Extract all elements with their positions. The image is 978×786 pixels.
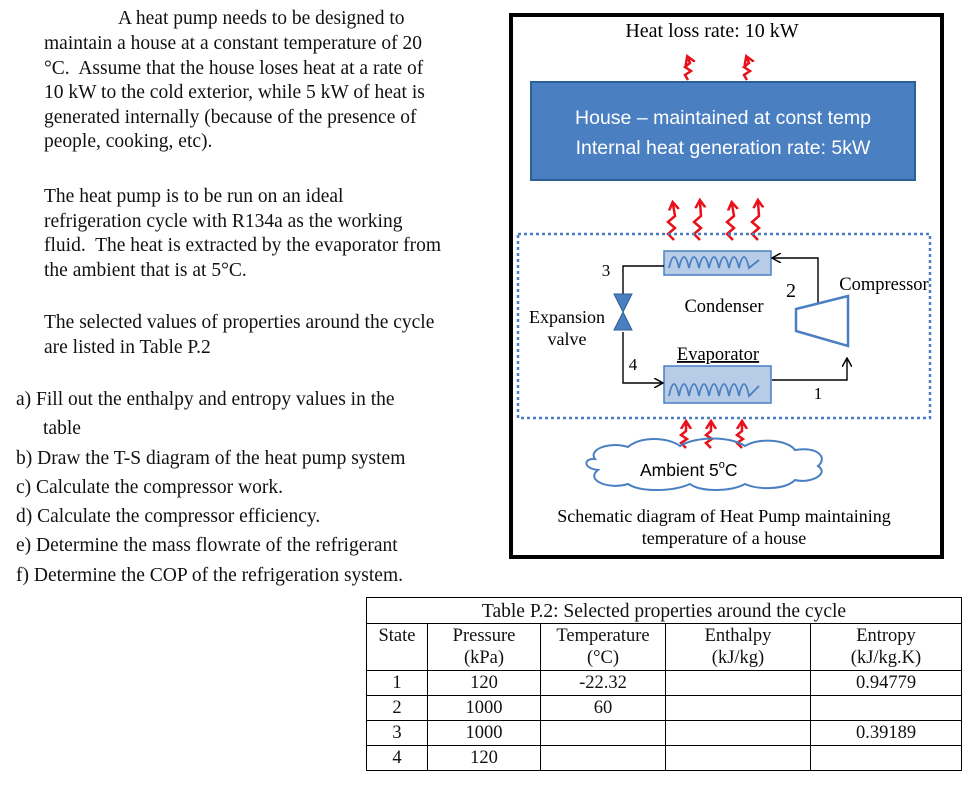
question-e: e) Determine the mass flowrate of the re… [16, 535, 398, 557]
cell-state: 1 [366, 670, 428, 696]
schematic-frame [509, 13, 944, 559]
intro-first-line: A heat pump needs to be designed to [118, 8, 405, 29]
question-list: a) Fill out the enthalpy and entropy val… [16, 385, 405, 590]
cell-pressure: 120 [427, 670, 541, 696]
header-entropy: Entropy(kJ/kg.K) [810, 623, 962, 671]
cell-temperature [540, 720, 666, 746]
expansion-label-line2: valve [548, 329, 587, 349]
house-label-line2: Internal heat generation rate: 5kW [576, 137, 871, 159]
heat-loss-label: Heat loss rate: 10 kW [625, 20, 798, 42]
cell-enthalpy [665, 695, 811, 721]
ambient-cloud [585, 437, 823, 491]
state-2-label: 2 [786, 280, 796, 302]
expansion-label-line1: Expansion [529, 307, 605, 327]
cell-temperature [540, 745, 666, 771]
cell-pressure: 1000 [427, 720, 541, 746]
table-header-row: State Pressure(kPa) Temperature(°C) Enth… [366, 623, 962, 671]
heat-loss-arrows [682, 58, 750, 81]
system-boundary [516, 232, 932, 420]
cell-enthalpy [665, 670, 811, 696]
cell-temperature: -22.32 [540, 670, 666, 696]
cell-state: 3 [366, 720, 428, 746]
cell-enthalpy [665, 720, 811, 746]
cell-state: 4 [366, 745, 428, 771]
table-caption: Table P.2: Selected properties around th… [366, 597, 962, 623]
header-temperature: Temperature(°C) [540, 623, 666, 671]
state-1-label: 1 [814, 384, 823, 403]
question-f: f) Determine the COP of the refrigeratio… [16, 564, 403, 586]
cell-pressure: 120 [427, 745, 541, 771]
heat-pump-schematic: Heat loss rate: 10 kW House – maintained… [509, 13, 944, 559]
evaporator-coil [668, 383, 760, 398]
ambient-label: Ambient 5oC [640, 459, 738, 480]
state-3-label: 3 [602, 261, 611, 280]
ambient-heat-arrows [678, 423, 743, 449]
table-row: 4 120 [366, 745, 962, 771]
question-d: d) Calculate the compressor efficiency. [16, 506, 321, 528]
question-b: b) Draw the T-S diagram of the heat pump… [16, 447, 406, 469]
compressor-label: Compressor [839, 275, 928, 295]
cell-entropy [810, 695, 962, 721]
cell-temperature: 60 [540, 695, 666, 721]
question-a: a) Fill out the enthalpy and entropy val… [16, 389, 395, 410]
table-row: 1 120 -22.32 0.94779 [366, 670, 962, 696]
expansion-valve [613, 293, 633, 331]
question-a-continued: table [43, 418, 81, 440]
header-enthalpy: Enthalpy(kJ/kg) [665, 623, 811, 671]
table-row: 2 1000 60 [366, 695, 962, 721]
question-c: c) Calculate the compressor work. [16, 476, 283, 498]
evaporator-box [663, 365, 772, 404]
cell-entropy: 0.94779 [810, 670, 962, 696]
evaporator-label: Evaporator [677, 345, 759, 365]
header-state: State [366, 623, 428, 671]
header-pressure: Pressure(kPa) [427, 623, 541, 671]
state-4-label: 4 [629, 355, 638, 374]
house-label-line1: House – maintained at const temp [575, 107, 871, 129]
cycle-paragraph: The heat pump is to be run on an ideal r… [44, 186, 442, 281]
table-reference-paragraph: The selected values of properties around… [44, 312, 435, 358]
table-row: 3 1000 0.39189 [366, 720, 962, 746]
cell-state: 2 [366, 695, 428, 721]
house-box [530, 81, 916, 181]
schematic-caption-line2: temperature of a house [642, 528, 806, 548]
cell-pressure: 1000 [427, 695, 541, 721]
condenser-label: Condenser [684, 297, 763, 317]
properties-table: Table P.2: Selected properties around th… [366, 597, 962, 771]
refrigerant-lines [622, 258, 847, 383]
schematic-caption-line1: Schematic diagram of Heat Pump maintaini… [557, 506, 890, 526]
condenser-coil [668, 256, 760, 270]
cell-entropy [810, 745, 962, 771]
cell-entropy: 0.39189 [810, 720, 962, 746]
compressor [794, 294, 850, 348]
intro-paragraph: maintain a house at a constant temperatu… [44, 33, 425, 153]
cell-enthalpy [665, 745, 811, 771]
